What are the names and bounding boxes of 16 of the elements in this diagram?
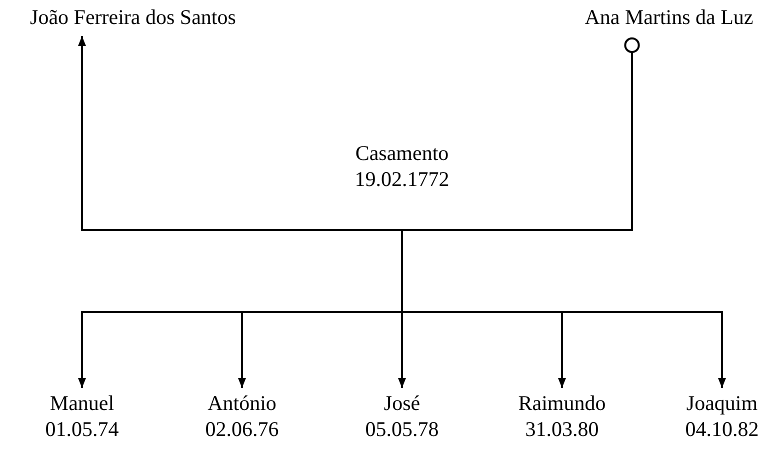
date-label: 19.02.1772 (354, 166, 450, 192)
date-label: 04.10.82 (685, 416, 759, 442)
person-name: José (384, 390, 420, 416)
person-name: Joaquim (686, 390, 758, 416)
person-name: António (208, 390, 276, 416)
date-label: 31.03.80 (525, 416, 599, 442)
person-name: Ana Martins da Luz (584, 4, 754, 30)
date-label: 05.05.78 (365, 416, 439, 442)
date-label: 01.05.74 (45, 416, 119, 442)
connector-line (402, 37, 640, 231)
person-name: Manuel (50, 390, 114, 416)
arrow (78, 36, 402, 231)
event-label: Casamento (355, 140, 449, 166)
date-label: 02.06.76 (205, 416, 279, 442)
person-name: João Ferreira dos Santos (30, 4, 236, 30)
person-name: Raimundo (518, 390, 606, 416)
